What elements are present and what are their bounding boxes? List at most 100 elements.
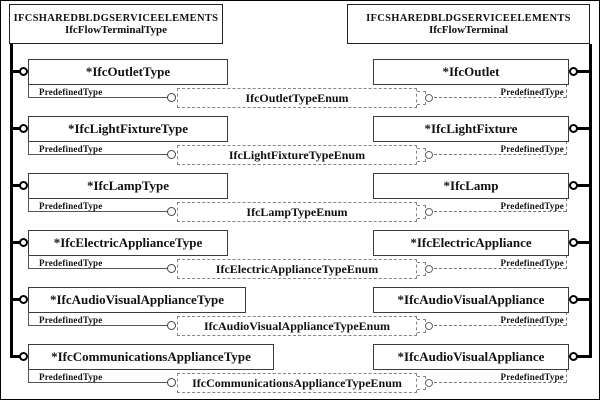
entity-box-right: *IfcAudioVisualAppliance (373, 344, 569, 370)
attribute-label: PredefinedType (500, 372, 564, 382)
enum-box: IfcOutletTypeEnum (177, 88, 417, 108)
attribute-line-right (434, 97, 566, 98)
attribute-circle-icon (167, 207, 176, 216)
subtype-line-left (11, 184, 22, 187)
attribute-lane-edge (28, 198, 29, 212)
entity-name: *IfcAudioVisualApplianceType (49, 292, 225, 307)
attribute-label: PredefinedType (39, 201, 103, 211)
attribute-lane-edge (566, 312, 567, 326)
entity-name: *IfcAudioVisualAppliance (397, 349, 545, 364)
entity-box-left: *IfcLightFixtureType (28, 116, 228, 142)
attribute-label: PredefinedType (39, 315, 103, 325)
schema-header-left: IFCSHAREDBLDGSERVICEELEMENTS IfcFlowTerm… (9, 4, 223, 44)
attribute-label: PredefinedType (500, 258, 564, 268)
attribute-circle-icon (167, 264, 176, 273)
attribute-label: PredefinedType (39, 258, 103, 268)
attribute-line-left (28, 211, 169, 212)
attribute-lane-edge (28, 141, 29, 155)
enum-name: IfcLightFixtureTypeEnum (228, 147, 366, 162)
entity-box-right: *IfcLamp (373, 173, 569, 199)
schema-name: IFCSHAREDBLDGSERVICEELEMENTS (13, 12, 219, 24)
subtype-line-left (11, 298, 22, 301)
attribute-line-right (434, 382, 566, 383)
subtype-line-left (11, 241, 22, 244)
diagram-row: *IfcLampType PredefinedType IfcLampTypeE… (1, 173, 599, 230)
enum-name: IfcAudioVisualApplianceTypeEnum (203, 318, 391, 333)
attribute-lane-edge (566, 255, 567, 269)
attribute-line-right (434, 268, 566, 269)
entity-box-left: *IfcAudioVisualApplianceType (28, 287, 246, 313)
attribute-lane-edge (566, 369, 567, 383)
schema-name: IFCSHAREDBLDGSERVICEELEMENTS (366, 12, 571, 24)
subtype-line-right (577, 127, 592, 130)
entity-name: *IfcLightFixture (424, 121, 518, 136)
entity-name: *IfcLamp (443, 178, 499, 193)
attribute-circle-icon (167, 378, 176, 387)
attribute-circle-icon (167, 150, 176, 159)
entity-name: *IfcOutlet (442, 64, 500, 79)
enum-box: IfcAudioVisualApplianceTypeEnum (177, 316, 417, 336)
entity-box-right: *IfcAudioVisualAppliance (373, 287, 569, 313)
schema-entity: IfcFlowTerminal (428, 23, 509, 36)
diagram-row: *IfcAudioVisualApplianceType PredefinedT… (1, 287, 599, 344)
attribute-label: PredefinedType (39, 372, 103, 382)
enum-name: IfcOutletTypeEnum (245, 90, 349, 105)
diagram-row: *IfcElectricApplianceType PredefinedType… (1, 230, 599, 287)
schema-entity: IfcFlowTerminalType (64, 23, 168, 36)
attribute-circle-icon (167, 93, 176, 102)
entity-box-left: *IfcCommunicationsApplianceType (28, 344, 274, 370)
entity-box-left: *IfcOutletType (28, 59, 228, 85)
attribute-lane-edge (28, 84, 29, 98)
subtype-line-left (11, 355, 22, 358)
subtype-circle-icon (19, 295, 28, 304)
diagram-row: *IfcCommunicationsApplianceType Predefin… (1, 344, 599, 399)
entity-box-right: *IfcLightFixture (373, 116, 569, 142)
entity-name: *IfcOutletType (85, 64, 171, 79)
attribute-line-left (28, 97, 169, 98)
entity-name: *IfcLightFixtureType (67, 121, 189, 136)
attribute-lane-edge (566, 141, 567, 155)
attribute-lane-edge (566, 198, 567, 212)
subtype-line-left (11, 127, 22, 130)
entity-name: *IfcLampType (86, 178, 170, 193)
enum-name: IfcLampTypeEnum (246, 204, 348, 219)
attribute-label: PredefinedType (500, 201, 564, 211)
entity-name: *IfcCommunicationsApplianceType (51, 349, 251, 364)
entity-name: *IfcAudioVisualAppliance (397, 292, 545, 307)
subtype-line-right (577, 298, 592, 301)
subtype-circle-icon (19, 67, 28, 76)
diagram-row: *IfcLightFixtureType PredefinedType IfcL… (1, 116, 599, 173)
attribute-line-left (28, 325, 169, 326)
attribute-lane-edge (28, 369, 29, 383)
subtype-line-left (11, 70, 22, 73)
entity-name: *IfcElectricAppliance (410, 235, 532, 250)
attribute-circle-icon (425, 265, 433, 273)
schema-header-right: IFCSHAREDBLDGSERVICEELEMENTS IfcFlowTerm… (347, 4, 590, 44)
subtype-line-right (577, 355, 592, 358)
attribute-line-right (434, 154, 566, 155)
enum-box: IfcElectricApplianceTypeEnum (177, 259, 417, 279)
attribute-label: PredefinedType (500, 144, 564, 154)
diagram-row: *IfcOutletType PredefinedType IfcOutletT… (1, 59, 599, 116)
attribute-circle-icon (425, 94, 433, 102)
attribute-label: PredefinedType (39, 144, 103, 154)
enum-box: IfcCommunicationsApplianceTypeEnum (177, 373, 417, 393)
attribute-line-right (434, 211, 566, 212)
entity-box-left: *IfcElectricApplianceType (28, 230, 228, 256)
attribute-circle-icon (425, 379, 433, 387)
entity-box-right: *IfcOutlet (373, 59, 569, 85)
attribute-lane-edge (28, 255, 29, 269)
subtype-line-right (577, 184, 592, 187)
subtype-circle-icon (19, 181, 28, 190)
enum-name: IfcCommunicationsApplianceTypeEnum (192, 375, 402, 390)
enum-box: IfcLampTypeEnum (177, 202, 417, 222)
attribute-circle-icon (425, 208, 433, 216)
attribute-circle-icon (425, 151, 433, 159)
subtype-circle-icon (19, 238, 28, 247)
attribute-label: PredefinedType (500, 315, 564, 325)
subtype-rail-right (589, 44, 592, 358)
enum-box: IfcLightFixtureTypeEnum (177, 145, 417, 165)
subtype-circle-icon (19, 352, 28, 361)
attribute-line-left (28, 268, 169, 269)
